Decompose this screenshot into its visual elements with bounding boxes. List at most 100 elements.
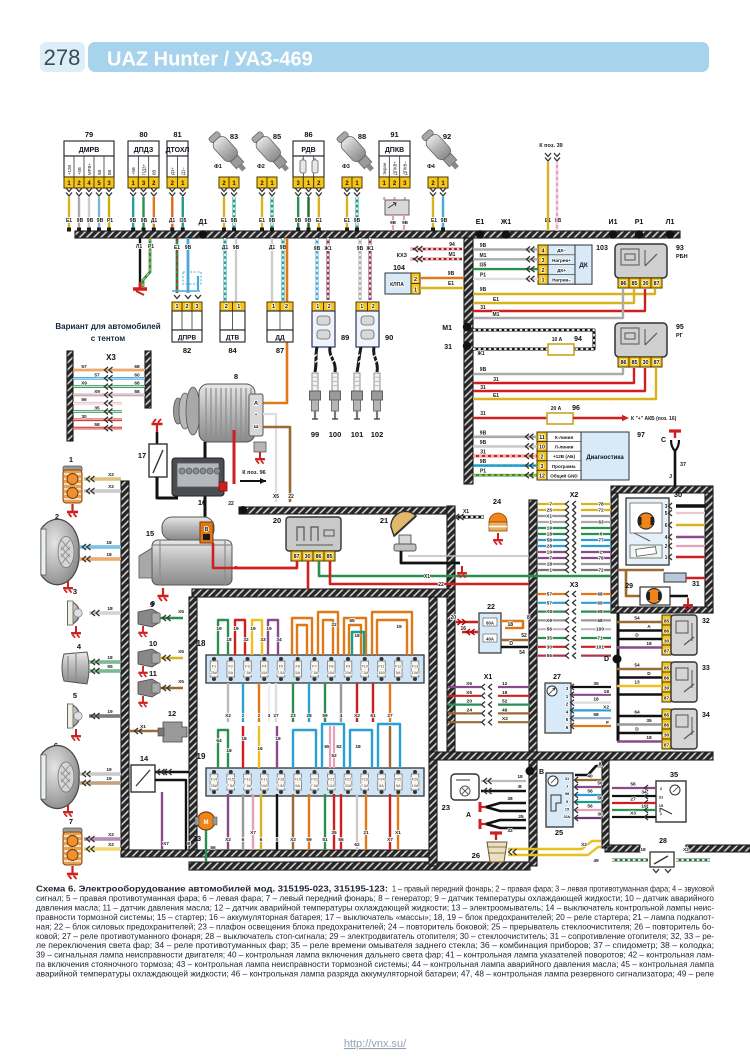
svg-text:89: 89	[341, 333, 349, 342]
svg-text:4: 4	[77, 642, 82, 651]
svg-text:57: 57	[94, 372, 100, 378]
svg-text:Х1: Х1	[424, 574, 430, 580]
svg-text:Х2: Х2	[225, 713, 231, 719]
svg-text:4: 4	[340, 713, 343, 719]
svg-text:Х1: Х1	[484, 674, 493, 681]
svg-text:10: 10	[149, 639, 157, 648]
svg-text:F8: F8	[329, 665, 333, 669]
svg-text:68: 68	[134, 381, 140, 387]
svg-text:Р1: Р1	[635, 219, 644, 226]
svg-text:9В: 9В	[480, 440, 487, 446]
svg-text:18: 18	[355, 744, 361, 750]
svg-text:31: 31	[480, 450, 486, 456]
svg-text:4: 4	[566, 709, 569, 714]
svg-text:7: 7	[549, 556, 552, 562]
svg-text:аварийной температуры охлаждаю: аварийной температуры охлаждающей жидкос…	[36, 969, 714, 979]
svg-text:Е1: Е1	[476, 219, 485, 226]
svg-text:Диагностика: Диагностика	[586, 455, 624, 461]
svg-text:28: 28	[547, 544, 553, 550]
svg-text:D: D	[635, 727, 639, 733]
svg-text:+12В (АБ): +12В (АБ)	[553, 454, 576, 459]
svg-text:54: 54	[634, 663, 640, 669]
svg-text:3: 3	[541, 258, 544, 264]
svg-text:78: 78	[598, 502, 604, 508]
svg-text:85: 85	[631, 360, 637, 366]
svg-text:1: 1	[665, 555, 668, 561]
svg-text:РБН: РБН	[676, 254, 688, 260]
svg-text:58: 58	[134, 389, 140, 395]
svg-text:1: 1	[316, 304, 319, 310]
svg-text:D: D	[604, 656, 609, 663]
svg-text:Е1: Е1	[431, 218, 437, 224]
svg-text:9В: 9В	[390, 220, 397, 225]
svg-text:52: 52	[502, 699, 508, 705]
svg-text:34: 34	[276, 637, 282, 643]
svg-text:2: 2	[541, 454, 544, 460]
svg-text:9В: 9В	[448, 271, 455, 277]
svg-text:30: 30	[674, 490, 682, 499]
svg-text:18: 18	[226, 637, 232, 643]
svg-text:59: 59	[306, 837, 312, 843]
svg-text:2: 2	[260, 181, 264, 187]
svg-text:ДК+: ДК+	[557, 268, 566, 273]
svg-text:F23: F23	[361, 778, 368, 782]
svg-text:Х7: Х7	[387, 837, 393, 843]
svg-text:56: 56	[81, 397, 87, 403]
svg-text:69: 69	[597, 600, 603, 606]
svg-text:32: 32	[243, 637, 249, 643]
svg-text:17: 17	[138, 451, 146, 460]
svg-text:6: 6	[665, 523, 668, 529]
svg-text:2: 2	[541, 268, 544, 274]
svg-text:Х2: Х2	[603, 704, 609, 710]
svg-text:35: 35	[94, 406, 100, 412]
svg-text:25А: 25А	[211, 671, 218, 675]
svg-text:0В: 0В	[152, 170, 157, 175]
svg-text:3: 3	[665, 504, 668, 510]
svg-text:18: 18	[640, 847, 646, 853]
svg-text:68: 68	[597, 592, 603, 598]
svg-text:2: 2	[317, 181, 321, 187]
svg-text:20 А: 20 А	[551, 406, 562, 412]
svg-text:1: 1	[414, 288, 417, 294]
svg-text:Х9: Х9	[546, 618, 552, 624]
svg-text:1: 1	[441, 181, 445, 187]
svg-text:35: 35	[547, 636, 553, 642]
svg-text:9В: 9В	[280, 245, 287, 251]
svg-text:1: 1	[549, 520, 552, 526]
svg-text:Нагрев+: Нагрев+	[552, 258, 571, 263]
svg-text:18: 18	[547, 532, 553, 538]
svg-text:57: 57	[547, 600, 553, 606]
svg-text:1: 1	[360, 304, 363, 310]
svg-text:1: 1	[232, 181, 236, 187]
svg-text:Х3: Х3	[106, 353, 116, 362]
svg-text:29: 29	[625, 583, 633, 590]
svg-text:М1: М1	[493, 312, 500, 318]
svg-text:3: 3	[73, 587, 77, 596]
svg-text:10А: 10А	[412, 784, 419, 788]
svg-text:F12: F12	[395, 665, 402, 669]
svg-text:5: 5	[665, 511, 668, 517]
svg-text:Х1: Х1	[463, 509, 469, 515]
svg-text:1: 1	[67, 181, 71, 187]
svg-text:72: 72	[598, 568, 604, 574]
svg-text:9В: 9В	[77, 218, 84, 224]
svg-text:2: 2	[414, 277, 417, 283]
svg-text:18: 18	[604, 689, 610, 695]
svg-text:94: 94	[574, 336, 582, 343]
svg-text:ле переключения света фар; 34: ле переключения света фар; 34 – реле про…	[36, 940, 714, 950]
svg-text:3: 3	[296, 181, 300, 187]
svg-text:В: В	[187, 841, 191, 847]
svg-text:2: 2	[55, 512, 59, 521]
svg-text:30: 30	[642, 360, 648, 366]
svg-text:1: 1	[272, 304, 275, 310]
svg-text:2: 2	[185, 304, 188, 310]
svg-text:87: 87	[664, 649, 670, 655]
svg-text:2: 2	[171, 181, 175, 187]
svg-text:71: 71	[597, 636, 603, 642]
svg-text:40А: 40А	[486, 637, 494, 642]
svg-text:95: 95	[676, 324, 684, 331]
svg-text:5А: 5А	[295, 671, 300, 675]
svg-text:38: 38	[507, 796, 513, 802]
svg-text:+: +	[255, 413, 258, 418]
svg-text:87: 87	[653, 281, 659, 287]
